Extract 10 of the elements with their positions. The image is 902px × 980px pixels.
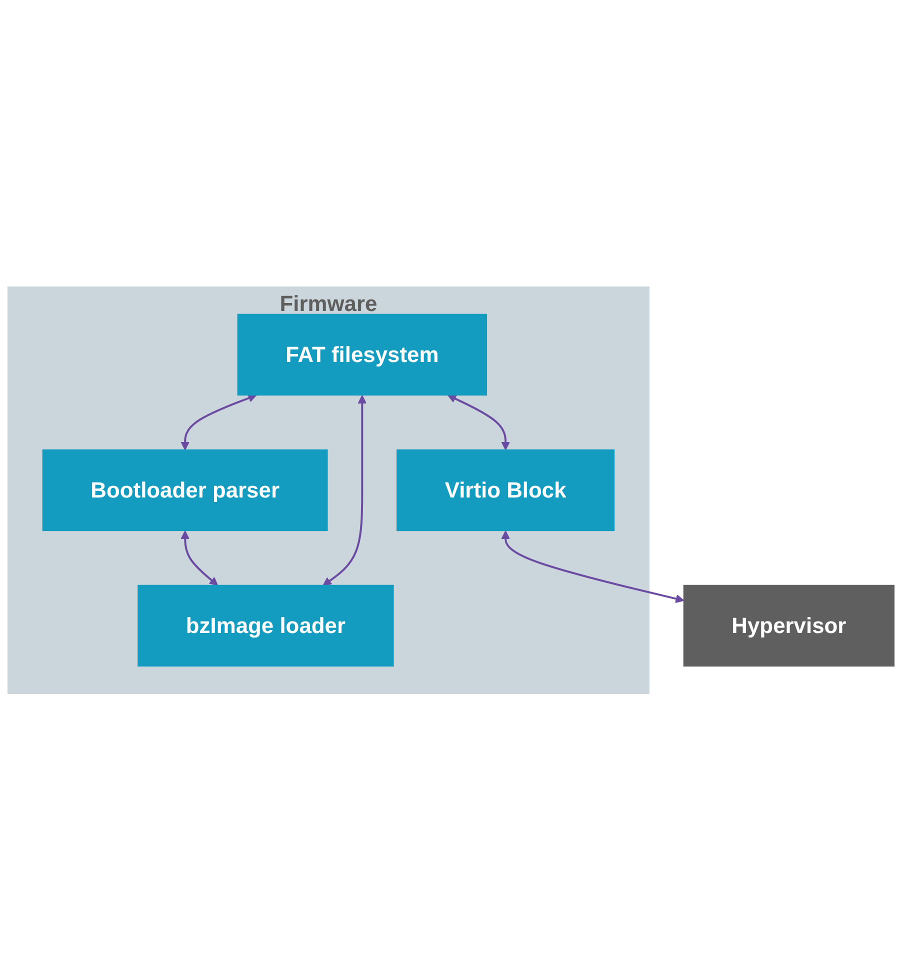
arrow xyxy=(180,530,218,586)
arrow xyxy=(501,530,684,603)
arrow xyxy=(322,394,367,586)
node-box: bzImage loader xyxy=(138,584,394,666)
arrow xyxy=(448,394,510,450)
node-box: Bootloader parser xyxy=(42,449,328,531)
node-box: FAT filesystem xyxy=(237,314,488,396)
node-box: Hypervisor xyxy=(683,584,895,666)
node-box: Virtio Block xyxy=(396,449,615,531)
arrow xyxy=(180,394,257,450)
